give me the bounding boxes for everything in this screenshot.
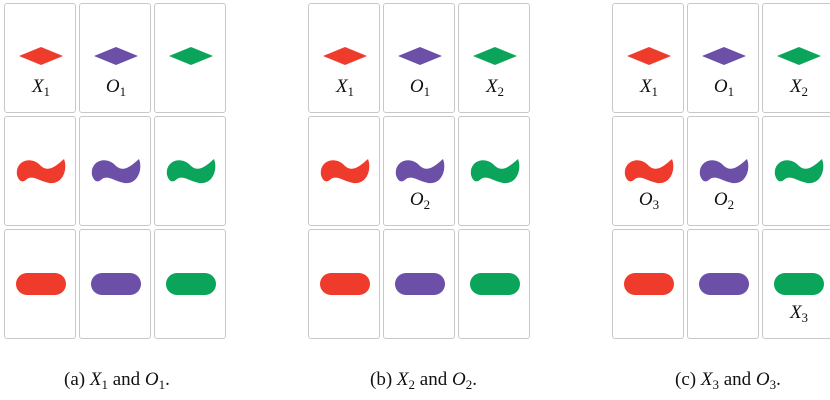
card-label: X2	[789, 76, 809, 99]
card-label: X1	[335, 76, 355, 99]
card: O2	[383, 116, 455, 226]
card-label: O3	[638, 189, 660, 212]
squiggle-icon	[395, 159, 445, 184]
diamond-icon	[473, 47, 517, 65]
oval-icon	[320, 273, 370, 295]
card: O1	[383, 3, 455, 113]
card	[79, 229, 151, 339]
diamond-icon	[19, 47, 63, 65]
diamond-icon	[398, 47, 442, 65]
oval-icon	[470, 273, 520, 295]
card	[458, 116, 530, 226]
card	[612, 229, 684, 339]
card	[154, 116, 226, 226]
card-label: X1	[31, 76, 51, 99]
oval-icon	[774, 273, 824, 295]
card	[762, 116, 830, 226]
caption-c: (c) X3 and O3.	[675, 369, 781, 392]
oval-icon	[395, 273, 445, 295]
card: O1	[687, 3, 759, 113]
card	[308, 229, 380, 339]
panel-a: X1 O1	[4, 3, 240, 343]
card	[308, 116, 380, 226]
squiggle-icon	[320, 159, 370, 184]
card-label: O1	[713, 76, 735, 99]
card: O3	[612, 116, 684, 226]
card: O2	[687, 116, 759, 226]
diamond-icon	[627, 47, 671, 65]
squiggle-icon	[624, 159, 674, 184]
card	[687, 229, 759, 339]
card	[79, 116, 151, 226]
card: X1	[308, 3, 380, 113]
oval-icon	[16, 273, 66, 295]
oval-icon	[166, 273, 216, 295]
diamond-icon	[323, 47, 367, 65]
squiggle-icon	[16, 159, 66, 184]
card-label: X1	[639, 76, 659, 99]
card	[154, 3, 226, 113]
diamond-icon	[777, 47, 821, 65]
card	[383, 229, 455, 339]
oval-icon	[624, 273, 674, 295]
squiggle-icon	[470, 159, 520, 184]
card-label: O2	[713, 189, 735, 212]
card	[458, 229, 530, 339]
squiggle-icon	[699, 159, 749, 184]
card: X2	[762, 3, 830, 113]
caption-b: (b) X2 and O2.	[370, 369, 477, 392]
oval-icon	[91, 273, 141, 295]
squiggle-icon	[774, 159, 824, 184]
card-label: X3	[789, 302, 809, 325]
caption-a: (a) X1 and O1.	[64, 369, 170, 392]
card-label: O1	[409, 76, 431, 99]
squiggle-icon	[91, 159, 141, 184]
card: X1	[4, 3, 76, 113]
card: X1	[612, 3, 684, 113]
oval-icon	[699, 273, 749, 295]
card	[4, 116, 76, 226]
card-label: X2	[485, 76, 505, 99]
card: X3	[762, 229, 830, 339]
diamond-icon	[169, 47, 213, 65]
card-label: O1	[105, 76, 127, 99]
card	[154, 229, 226, 339]
card-label: O2	[409, 189, 431, 212]
squiggle-icon	[166, 159, 216, 184]
diamond-icon	[702, 47, 746, 65]
card: O1	[79, 3, 151, 113]
card: X2	[458, 3, 530, 113]
diamond-icon	[94, 47, 138, 65]
card	[4, 229, 76, 339]
